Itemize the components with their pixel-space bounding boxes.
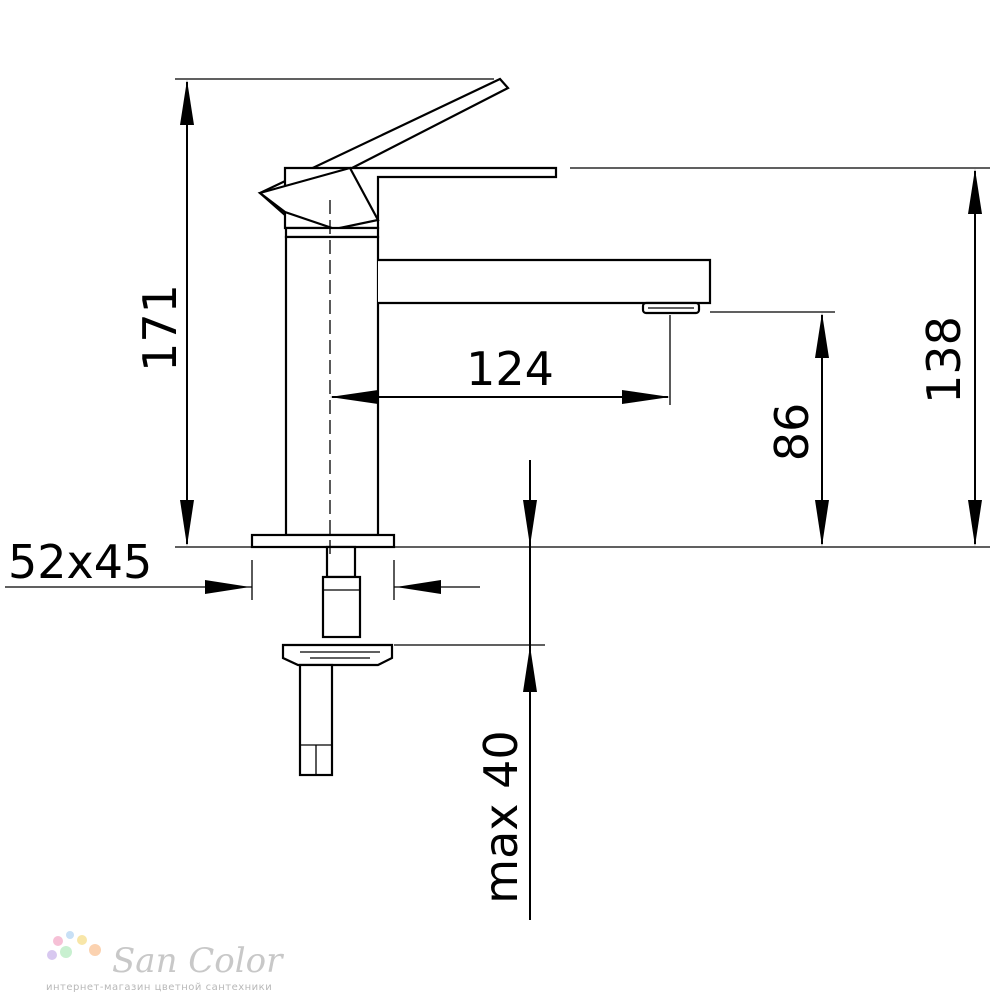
logo-dot	[66, 931, 74, 939]
dimension-base-size: 52x45	[8, 535, 441, 594]
dimension-label-124: 124	[466, 342, 554, 396]
logo-dot	[60, 946, 72, 958]
clamp-nut	[281, 643, 394, 667]
dimension-label-138: 138	[917, 316, 971, 404]
dimension-max-deck: max 40	[474, 460, 537, 920]
watermark: San Color интернет-магазин цветной санте…	[46, 931, 284, 993]
mounting-stud	[325, 545, 357, 579]
logo-dot	[47, 950, 57, 960]
dimension-total-height: 171	[133, 80, 194, 546]
base-plate	[250, 533, 396, 549]
main-body	[284, 235, 380, 537]
connector	[321, 575, 362, 639]
logo-dot	[89, 944, 101, 956]
dimension-spout-height: 138	[917, 169, 982, 546]
dimension-label-52x45: 52x45	[8, 535, 152, 589]
faucet-body	[250, 77, 712, 777]
dimension-outlet-height: 86	[765, 313, 829, 546]
logo-dot	[77, 935, 87, 945]
extension-lines	[5, 78, 990, 646]
dimension-label-max-40: max 40	[474, 730, 528, 903]
collar	[284, 226, 380, 239]
watermark-brand: San Color	[112, 941, 284, 981]
dimension-spout-reach: 124	[330, 342, 670, 404]
watermark-subtitle: интернет-магазин цветной сантехники	[46, 982, 272, 993]
spout	[378, 258, 712, 305]
logo-dots-icon	[47, 931, 101, 960]
dimension-label-86: 86	[765, 403, 819, 462]
logo-dot	[53, 936, 63, 946]
lever-front	[257, 166, 380, 231]
dimension-label-171: 171	[133, 284, 187, 372]
